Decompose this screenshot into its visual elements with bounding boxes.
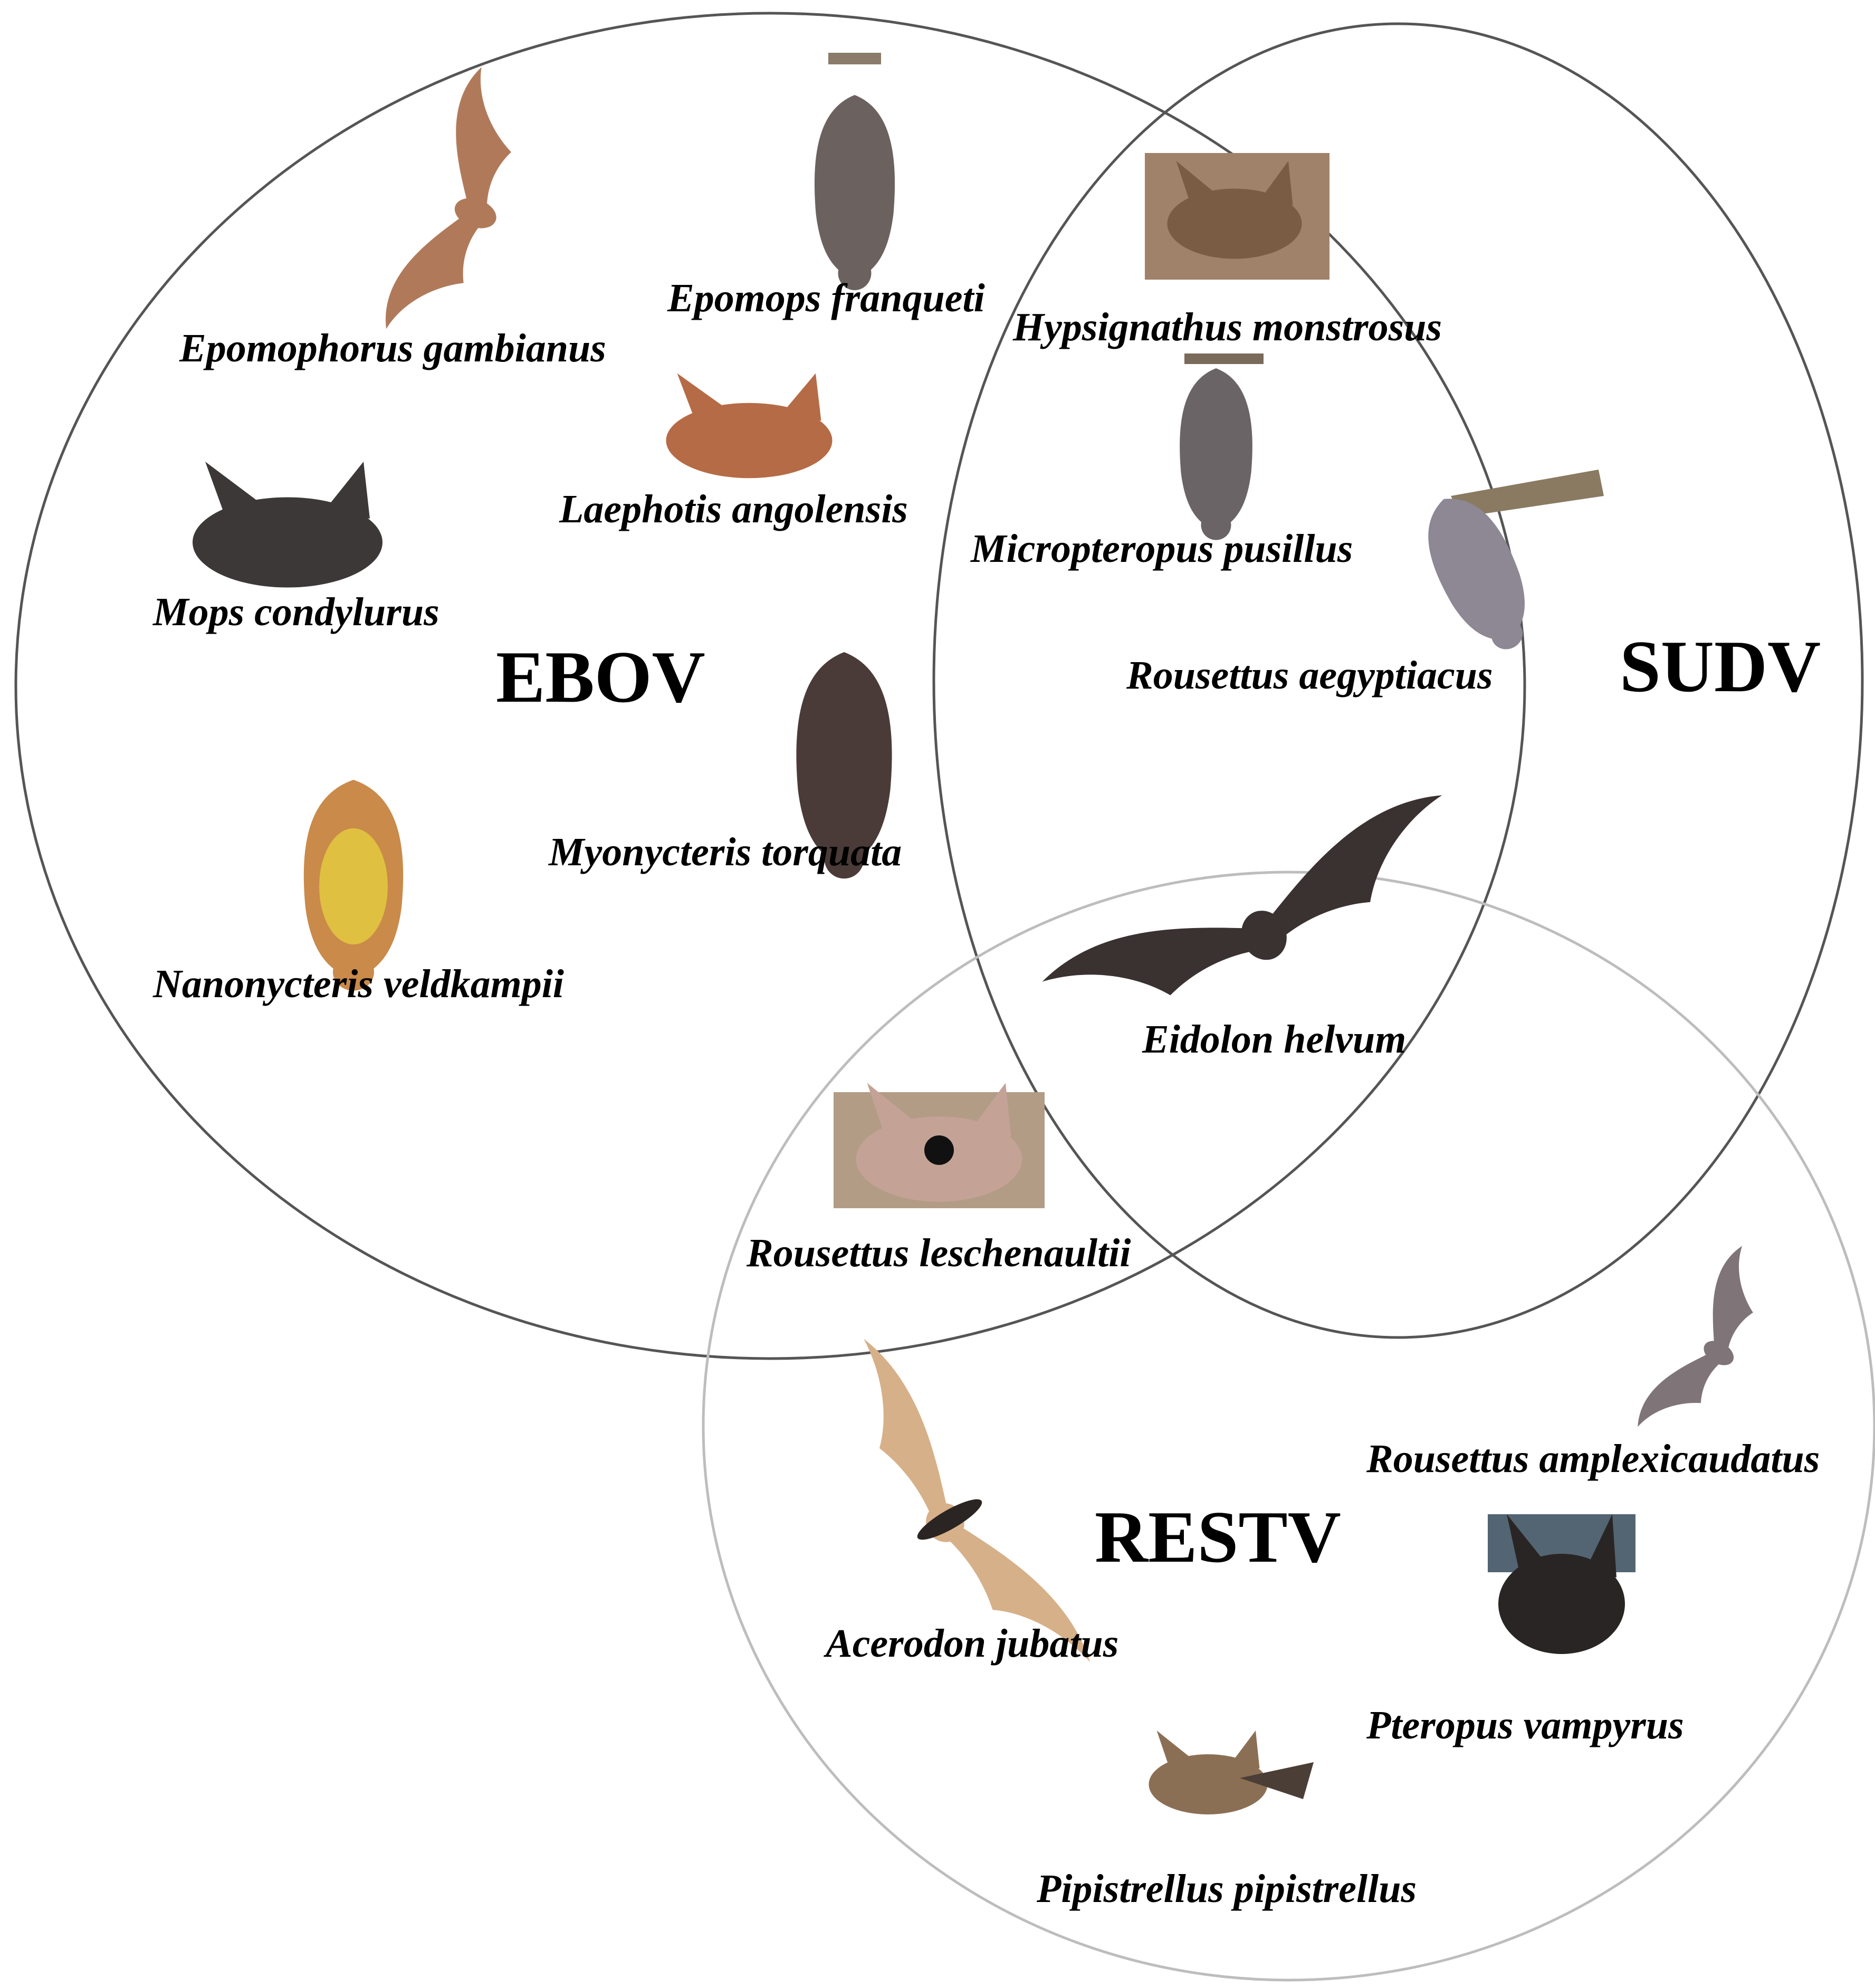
micropteropus-pusillus-image bbox=[1180, 353, 1264, 540]
eidolon-helvum-image bbox=[1038, 786, 1475, 1052]
species-label: Epomops franqueti bbox=[667, 276, 985, 320]
nanonycteris-veldkampii-image bbox=[303, 780, 404, 991]
species-label: Nanonycteris veldkampii bbox=[152, 962, 564, 1006]
restv-set-label: RESTV bbox=[1095, 1496, 1341, 1578]
species-label: Rousettus amplexicaudatus bbox=[1366, 1437, 1820, 1481]
species-label: Acerodon jubatus bbox=[824, 1621, 1118, 1666]
species-label: Micropteropus pusillus bbox=[970, 527, 1353, 571]
hypsignathus-monstrosus-image bbox=[1145, 153, 1329, 280]
species-label: Mops condylurus bbox=[152, 590, 439, 634]
pipistrellus-pipistrellus-image bbox=[1149, 1731, 1314, 1814]
acerodon-jubatus-image bbox=[816, 1334, 1096, 1695]
species-label: Rousettus aegyptiacus bbox=[1126, 653, 1493, 697]
epomops-franqueti-image bbox=[814, 53, 895, 290]
epomophorus-gambianus-image bbox=[378, 64, 543, 352]
sudv-set-circle bbox=[932, 22, 1864, 1339]
pteropus-vampyrus-image bbox=[1488, 1514, 1635, 1654]
rousettus-amplexicaudatus-image bbox=[1632, 1242, 1785, 1452]
rousettus-aegyptiacus-image bbox=[1409, 470, 1604, 664]
species-label: Epomophorus gambianus bbox=[179, 326, 606, 370]
species-label: Pipistrellus pipistrellus bbox=[1036, 1867, 1417, 1911]
ebov-set-label: EBOV bbox=[496, 636, 705, 718]
sudv-set-label: SUDV bbox=[1620, 626, 1821, 708]
rousettus-leschenaultii-image bbox=[834, 1083, 1045, 1208]
laephotis-angolensis-image bbox=[666, 373, 833, 479]
species-label: Hypsignathus monstrosus bbox=[1012, 305, 1442, 349]
restv-set-circle bbox=[702, 871, 1875, 1982]
species-label: Myonycteris torquata bbox=[548, 830, 902, 874]
species-label: Laephotis angolensis bbox=[559, 487, 908, 531]
species-label: Eidolon helvum bbox=[1142, 1017, 1406, 1062]
mops-condylurus-image bbox=[193, 462, 382, 588]
species-label: Pteropus vampyrus bbox=[1366, 1703, 1684, 1747]
ebov-set-circle bbox=[14, 12, 1526, 1360]
species-label: Rousettus leschenaultii bbox=[746, 1231, 1131, 1275]
